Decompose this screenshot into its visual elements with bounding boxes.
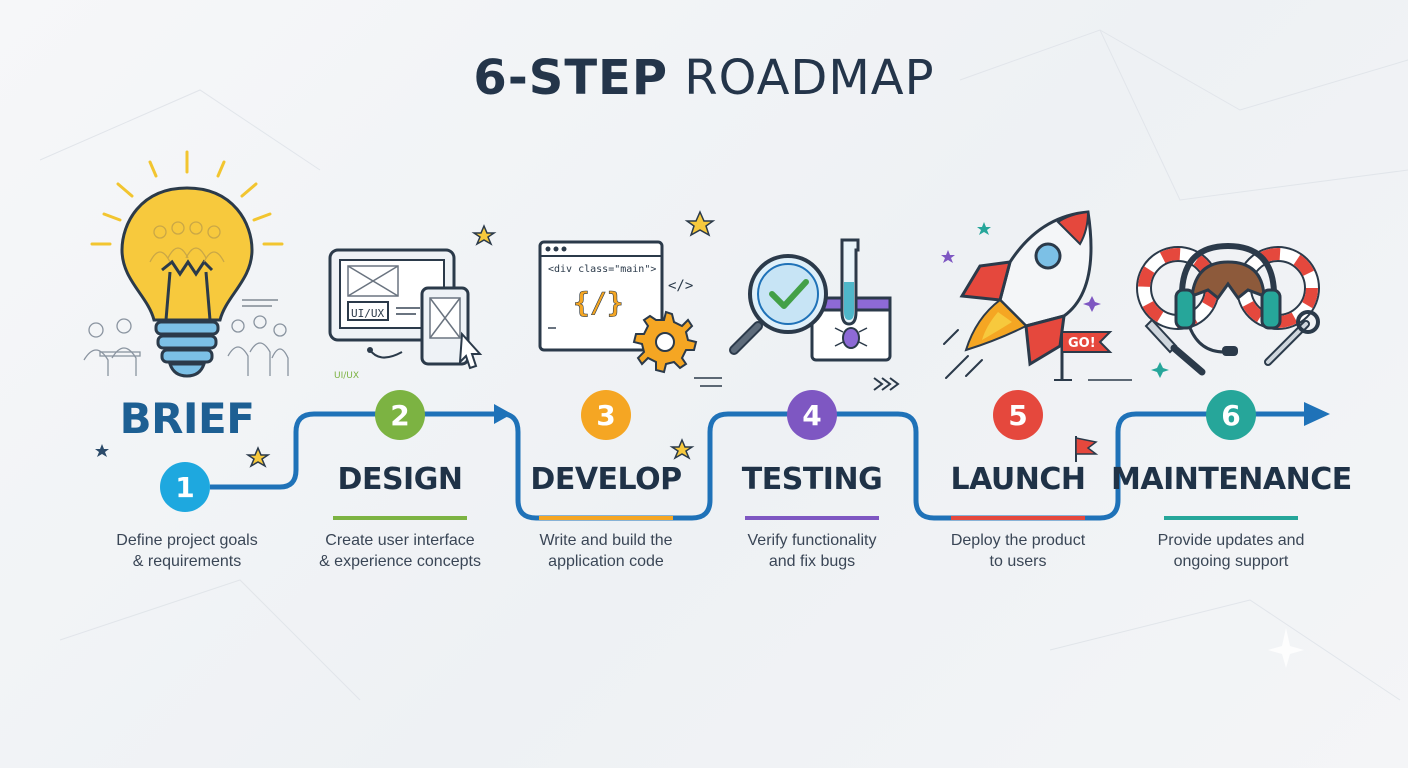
step-5-description-line1: Deploy the product xyxy=(950,532,1086,549)
step-5-badge: 5 xyxy=(993,390,1043,440)
step-3-underline xyxy=(539,516,673,520)
step-4-description: Verify functionality and fix bugs xyxy=(702,530,922,572)
step-5-description-line2: to users xyxy=(989,553,1047,570)
step-4-underline xyxy=(745,516,879,520)
code-tag-text: <div class="main"> xyxy=(548,264,656,275)
step-2-badge: 2 xyxy=(375,390,425,440)
step-6-title: MAINTENANCE xyxy=(1111,462,1352,497)
step-6-description-line2: ongoing support xyxy=(1173,553,1289,570)
step-2-underline xyxy=(333,516,467,520)
step-3-badge: 3 xyxy=(581,390,631,440)
code-braces-text: {/} xyxy=(573,286,624,319)
background-lines xyxy=(39,29,1408,701)
decorative-stars xyxy=(95,210,1304,668)
lightbulb-icon xyxy=(83,150,289,378)
step-5-title: LAUNCH xyxy=(950,462,1086,497)
step-1-badge: 1 xyxy=(160,462,210,512)
path-chevron-1 xyxy=(494,404,512,424)
step-4-title: TESTING xyxy=(741,462,883,497)
magnifier-test-icon xyxy=(694,238,900,391)
code-window-icon xyxy=(538,240,698,374)
step-6-badge: 6 xyxy=(1206,390,1256,440)
step-1-description-line2: & requirements xyxy=(132,553,242,570)
step-2-description-line1: Create user interface xyxy=(325,532,475,549)
step-4-description-line2: and fix bugs xyxy=(768,553,856,570)
step-3-description-line2: application code xyxy=(548,553,664,570)
step-2-description-line2: & experience concepts xyxy=(319,553,481,570)
roadmap-path xyxy=(210,411,1310,521)
step-3-description-line1: Write and build the xyxy=(539,532,673,549)
step-4-badge: 4 xyxy=(787,390,837,440)
step-5-description: Deploy the product to users xyxy=(908,530,1128,572)
support-tools-icon xyxy=(1136,242,1320,376)
title-light: ROADMAP xyxy=(684,50,935,106)
ui-devices-icon xyxy=(328,248,483,370)
ui-ux-caption: UI/UX xyxy=(334,371,359,381)
ui-ux-screen-label: UI/UX xyxy=(351,307,384,320)
step-6-underline xyxy=(1164,516,1298,520)
step-6-description: Provide updates and ongoing support xyxy=(1121,530,1341,572)
title-bold: 6-STEP xyxy=(473,50,669,106)
step-2-description: Create user interface & experience conce… xyxy=(290,530,510,572)
step-3-title: DEVELOP xyxy=(530,462,682,497)
step-1-title: BRIEF xyxy=(119,394,255,443)
step-1-description: Define project goals & requirements xyxy=(77,530,297,572)
roadmap-arrow-head xyxy=(1304,402,1330,426)
step-3-description: Write and build the application code xyxy=(496,530,716,572)
step-5-underline xyxy=(951,516,1085,520)
page-title: 6-STEP ROADMAP xyxy=(0,50,1408,106)
code-close-tag: </> xyxy=(668,278,693,294)
rocket-icon xyxy=(943,210,1132,462)
step-6-description-line1: Provide updates and xyxy=(1157,532,1305,549)
step-4-description-line1: Verify functionality xyxy=(747,532,877,549)
go-flag-text: GO! xyxy=(1068,336,1096,351)
step-1-description-line1: Define project goals xyxy=(116,532,258,549)
step-2-title: DESIGN xyxy=(337,462,463,497)
